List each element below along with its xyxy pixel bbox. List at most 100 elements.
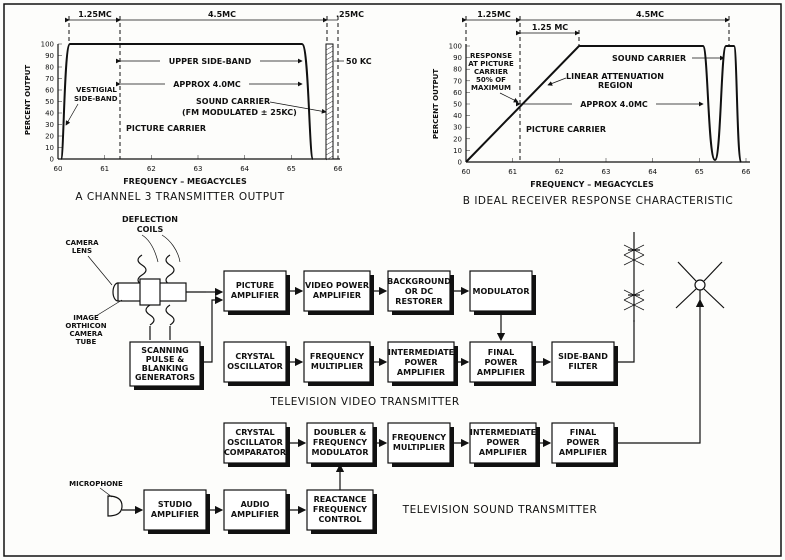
crystal-oscillator-box: [223, 341, 287, 383]
sound-final-box: [551, 422, 615, 464]
chart-a-dim-45: 4.5MC: [208, 10, 236, 19]
microphone-label: MICROPHONE: [69, 480, 123, 488]
hatch-stroke: [325, 150, 334, 156]
final-label-1: FINAL: [488, 348, 514, 357]
scanning-label-1: SCANNING: [141, 346, 188, 355]
orthicon-label-3: CAMERA: [69, 330, 103, 338]
x-tick-label: 64: [240, 165, 249, 173]
chart-b-grid: [465, 45, 747, 163]
chart-b-caption: B IDEAL RECEIVER RESPONSE CHARACTERISTIC: [463, 195, 733, 207]
conn-sideband-antenna: [614, 320, 635, 363]
orthicon-label-4: TUBE: [76, 338, 97, 346]
deflection-leader: [141, 234, 181, 263]
hatch-stroke: [325, 140, 334, 146]
x-tick-label: 62: [555, 168, 564, 176]
reactance-label-1: REACTANCE: [314, 495, 367, 504]
hatch-stroke: [325, 95, 334, 101]
hatch-stroke: [325, 70, 334, 76]
picture-amplifier-box: [223, 270, 287, 312]
doubler-modulator-box: [306, 422, 374, 464]
scanning-label-4: GENERATORS: [135, 373, 195, 382]
chart-b-dim-45: 4.5MC: [636, 10, 664, 19]
video-power-label-2: AMPLIFIER: [313, 291, 361, 300]
chart-a-caption: A CHANNEL 3 TRANSMITTER OUTPUT: [75, 191, 284, 203]
y-tick-label: 80: [453, 66, 462, 74]
hatch-stroke: [325, 145, 334, 151]
chart-a-label-bg-2: [165, 79, 249, 89]
hatch-stroke: [325, 120, 334, 126]
chart-a-dim-125: 1.25MC: [78, 10, 112, 19]
orthicon-label-1: IMAGE: [73, 314, 99, 322]
video-power-label-1: VIDEO POWER: [305, 281, 369, 290]
intermediate-label-3: AMPLIFIER: [397, 368, 445, 377]
picture-amp-label-2: AMPLIFIER: [231, 291, 279, 300]
x-tick-label: 61: [100, 165, 109, 173]
chart-a-fm-modulated: (FM MODULATED ± 25KC): [182, 108, 297, 117]
scanning-generators-box: [129, 341, 201, 387]
audio-label-2: AMPLIFIER: [231, 510, 279, 519]
chart-b-response-4: 50% OF: [476, 76, 506, 84]
sound-final-label-2: POWER: [566, 438, 599, 447]
chart-b-dim-125a: 1.25MC: [477, 10, 511, 19]
crystal-label-2: OSCILLATOR: [227, 362, 283, 371]
x-tick-label: 63: [602, 168, 611, 176]
chart-a-xlabel: FREQUENCY – MEGACYCLES: [123, 177, 247, 186]
sound-frequency-multiplier-box: [387, 422, 451, 464]
chart-b-dim-125b: 1.25 MC: [532, 23, 568, 32]
y-tick-label: 0: [458, 159, 462, 167]
chart-a-50kc: 50 KC: [346, 57, 372, 66]
chart-a-dim-25: .25MC: [336, 10, 364, 19]
video-transmitter: CAMERA LENS DEFLECTION COILS IMAGE ORTHI…: [65, 215, 645, 408]
chart-b-response-curve: [465, 45, 742, 163]
sound-freq-label-1: FREQUENCY: [392, 433, 446, 442]
hatch-stroke: [325, 125, 334, 131]
y-tick-label: 50: [453, 101, 462, 109]
chart-a-sound-arrow: [269, 101, 327, 114]
video-power-amplifier-box: [303, 270, 371, 312]
reactance-control-box: [306, 489, 374, 531]
y-tick-label: 20: [45, 133, 54, 141]
chart-a-vestigial-2: SIDE-BAND: [74, 95, 118, 103]
x-tick-label: 62: [147, 165, 156, 173]
chart-a-approx-4: APPROX 4.0MC: [173, 80, 241, 89]
sound-intermediate-label-2: POWER: [486, 438, 519, 447]
camera-tube-yoke: [139, 278, 161, 306]
x-tick-label: 61: [508, 168, 517, 176]
sideband-filter-box: [551, 341, 615, 383]
x-tick-label: 65: [287, 165, 296, 173]
camera-lens-label-2: LENS: [72, 247, 92, 255]
sound-intermediate-label-3: AMPLIFIER: [479, 448, 527, 457]
hatch-stroke: [325, 65, 334, 71]
y-tick-label: 90: [45, 52, 54, 60]
x-tick-label: 66: [742, 168, 751, 176]
scanning-label-3: BLANKING: [142, 364, 189, 373]
hatch-stroke: [325, 105, 334, 111]
crystal-comp-label-2: OSCILLATOR: [227, 438, 283, 447]
x-tick-label: 64: [648, 168, 657, 176]
x-tick-label: 60: [54, 165, 63, 173]
chart-b-approx-4: APPROX 4.0MC: [580, 100, 648, 109]
coil-2-icon: [165, 254, 175, 286]
chart-a-hatch: [325, 45, 334, 161]
final-power-amplifier-box: [469, 341, 533, 383]
sound-intermediate-label-1: INTERMEDIATE: [470, 428, 536, 437]
background-label-2: OR DC: [405, 287, 433, 296]
hatch-stroke: [325, 75, 334, 81]
doubler-label-3: MODULATOR: [312, 448, 369, 457]
y-tick-label: 70: [453, 77, 462, 85]
y-tick-label: 60: [45, 87, 54, 95]
modulator-box: [469, 270, 533, 312]
y-tick-label: 10: [45, 144, 54, 152]
chart-b-xlabel: FREQUENCY – MEGACYCLES: [530, 180, 654, 189]
studio-label-2: AMPLIFIER: [151, 510, 199, 519]
crystal-comparator-box: [223, 422, 287, 464]
hatch-stroke: [325, 115, 334, 121]
doubler-label-1: DOUBLER &: [314, 428, 367, 437]
studio-amplifier-box: [143, 489, 207, 531]
freq-mult-label-2: MULTIPLIER: [311, 362, 363, 371]
